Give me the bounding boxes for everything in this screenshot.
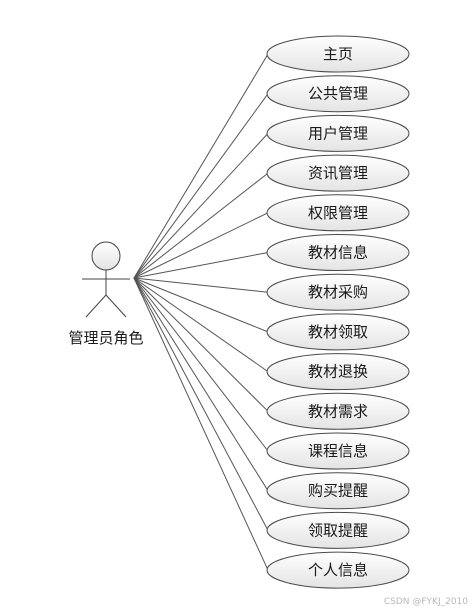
actor-right-leg	[105, 294, 127, 318]
use-case-label: 教材退换	[308, 363, 368, 381]
use-case: 主页	[266, 35, 410, 73]
use-case: 领取提醒	[266, 511, 410, 549]
use-case-label: 购买提醒	[308, 482, 368, 500]
watermark: CSDN @FYKJ_2010	[384, 597, 468, 607]
association-line	[133, 212, 269, 279]
use-case-ellipse	[266, 114, 410, 152]
use-case-ellipse	[266, 75, 410, 113]
use-case: 教材信息	[266, 234, 410, 271]
association-line	[133, 277, 269, 293]
association-lines	[133, 53, 269, 571]
use-case-ellipse	[266, 194, 410, 232]
use-case-ellipse	[266, 234, 410, 271]
association-line	[133, 277, 269, 571]
association-line	[133, 277, 269, 491]
use-case-label: 教材需求	[308, 402, 368, 420]
use-case-ellipse	[266, 154, 410, 192]
use-case-ellipse	[266, 273, 410, 311]
use-case-label: 课程信息	[308, 442, 368, 460]
use-case-ellipse	[266, 472, 410, 510]
use-case-ellipse	[266, 511, 410, 549]
use-case-label: 资讯管理	[308, 164, 368, 182]
actor-figure: 管理员角色	[68, 241, 144, 347]
use-case: 教材领取	[266, 313, 410, 351]
association-line	[133, 53, 269, 279]
use-case: 教材退换	[266, 353, 410, 391]
association-line	[133, 277, 269, 373]
association-line	[133, 277, 269, 531]
use-case: 教材需求	[266, 392, 410, 430]
association-line	[133, 277, 269, 452]
association-line	[133, 133, 269, 279]
use-case-label: 教材采购	[308, 283, 368, 301]
use-case: 权限管理	[266, 194, 410, 232]
use-case: 公共管理	[266, 75, 410, 113]
actor-left-leg	[85, 294, 107, 318]
use-case-label: 教材领取	[308, 323, 368, 341]
use-case-ellipse	[266, 313, 410, 351]
use-case-label: 个人信息	[308, 561, 368, 579]
use-case-label: 公共管理	[308, 85, 368, 103]
association-line	[133, 277, 269, 333]
use-case-label: 用户管理	[308, 124, 368, 142]
association-line	[133, 93, 269, 279]
use-case: 课程信息	[266, 432, 410, 470]
use-case: 资讯管理	[266, 154, 410, 192]
association-line	[133, 277, 269, 412]
use-case-ellipse	[266, 392, 410, 430]
use-case-ellipse	[266, 432, 410, 470]
use-case-ellipse	[266, 353, 410, 391]
actor-head	[91, 241, 121, 271]
use-case: 购买提醒	[266, 472, 410, 510]
use-case-list: 主页公共管理用户管理资讯管理权限管理教材信息教材采购教材领取教材退换教材需求课程…	[266, 35, 410, 589]
use-case: 个人信息	[266, 551, 410, 589]
use-case-ellipse	[266, 35, 410, 73]
use-case-label: 领取提醒	[308, 521, 368, 539]
association-line	[133, 172, 269, 279]
use-case-ellipse	[266, 551, 410, 589]
use-case-label: 主页	[323, 45, 353, 63]
use-case-label: 权限管理	[308, 204, 368, 222]
use-case-label: 教材信息	[308, 244, 368, 262]
association-line	[133, 252, 269, 279]
actor-label: 管理员角色	[68, 329, 143, 347]
use-case: 用户管理	[266, 114, 410, 152]
use-case: 教材采购	[266, 273, 410, 311]
